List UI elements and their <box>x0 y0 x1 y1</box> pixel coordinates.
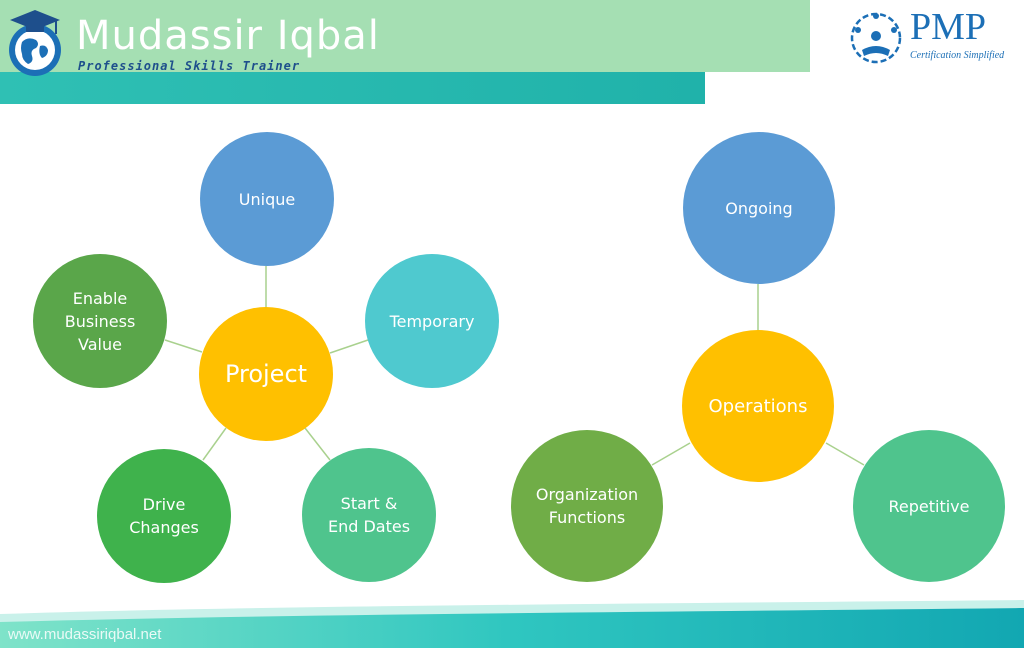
connector-operations-repetitive <box>825 442 865 466</box>
connector-project-temporary <box>329 339 369 354</box>
node-enable-business-value: Enable Business Value <box>33 254 167 388</box>
brand-tagline: Professional Skills Trainer <box>78 59 301 73</box>
node-unique: Unique <box>200 132 334 266</box>
node-temporary: Temporary <box>365 254 499 388</box>
header-stripe <box>0 72 705 104</box>
connector-project-start-end <box>304 427 331 461</box>
header-banner <box>0 0 810 72</box>
graduation-globe-icon <box>9 10 61 76</box>
node-ongoing: Ongoing <box>683 132 835 284</box>
pmp-title: PMP <box>910 6 987 48</box>
connector-project-drive-changes <box>202 427 227 461</box>
node-organization-functions: Organization Functions <box>511 430 663 582</box>
node-project: Project <box>199 307 333 441</box>
footer-website-url: www.mudassiriqbal.net <box>8 626 162 643</box>
pmp-logo-icon <box>850 12 902 64</box>
pmp-tagline: Certification Simplified <box>910 50 1005 61</box>
node-operations: Operations <box>682 330 834 482</box>
node-start-end-dates: Start & End Dates <box>302 448 436 582</box>
connector-project-enable-value <box>164 339 203 353</box>
node-drive-changes: Drive Changes <box>97 449 231 583</box>
footer-wave <box>0 600 1024 648</box>
node-repetitive: Repetitive <box>853 430 1005 582</box>
brand-name: Mudassir Iqbal <box>76 13 380 59</box>
connector-operations-org-functions <box>651 442 691 466</box>
